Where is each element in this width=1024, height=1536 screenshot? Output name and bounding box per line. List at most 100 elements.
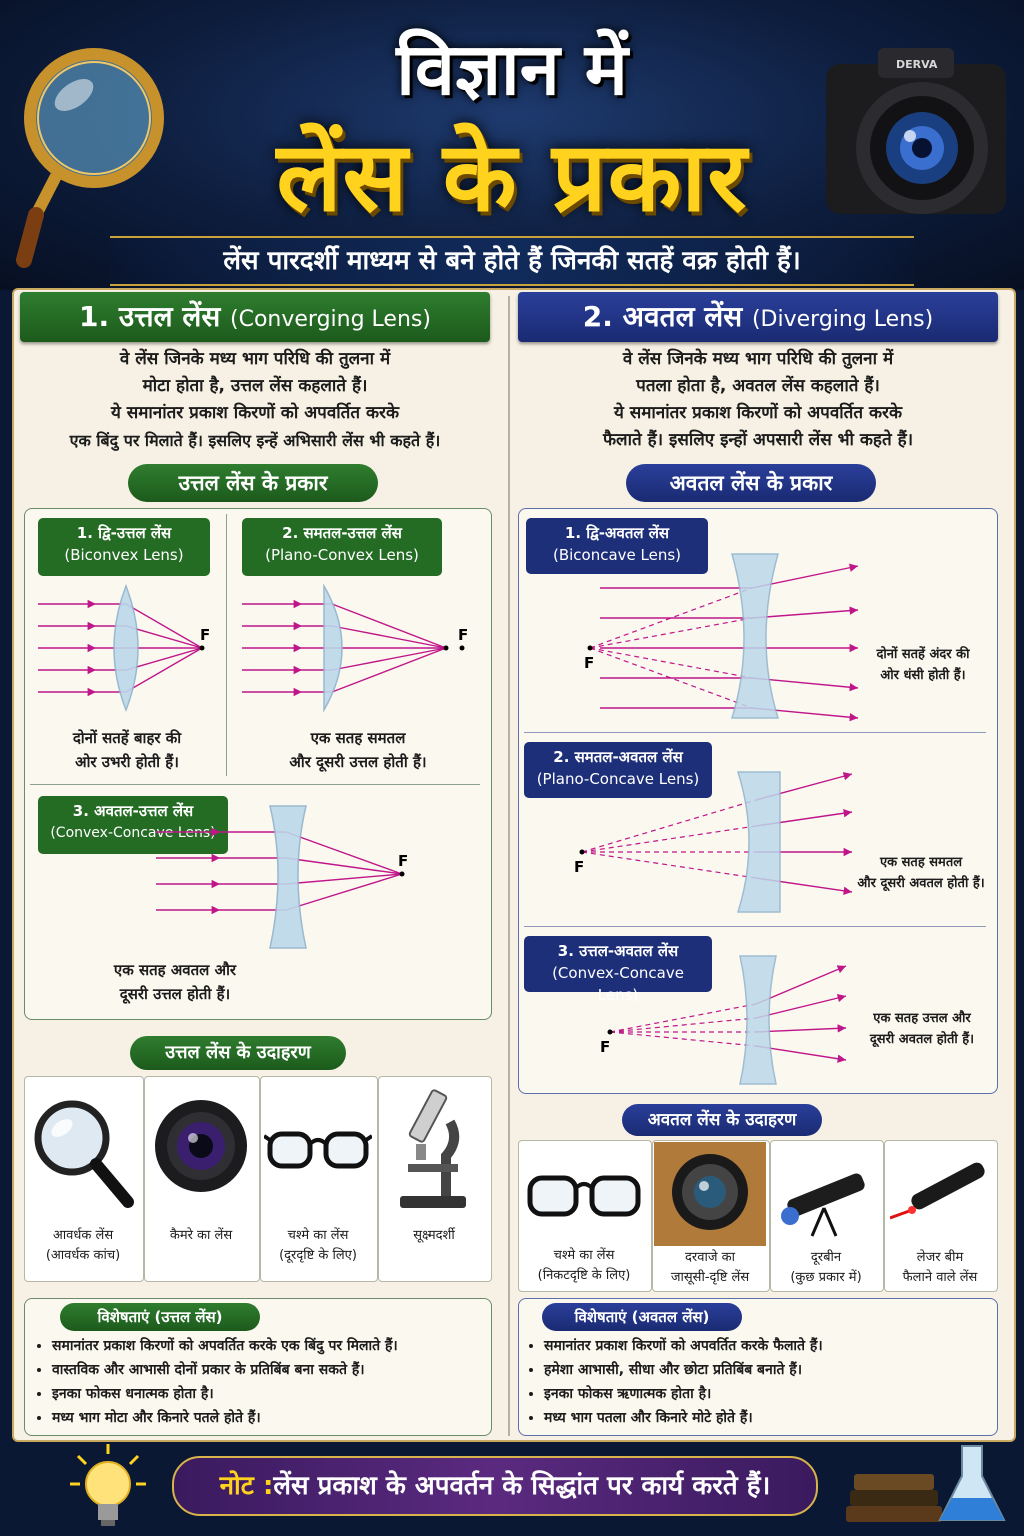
convex-types-box — [24, 508, 492, 1020]
plano-convex-ray-diagram: F — [242, 583, 468, 712]
convex-desc-line: मोटा होता है, उत्तल लेंस कहलाते हैं। — [142, 376, 368, 396]
example-spectacles-label: चश्मे का लेंस (दूरदृष्टि के लिए) — [260, 1226, 376, 1266]
plano-convex-caption: एक सतह समतल और दूसरी उत्तल होती हैं। — [236, 726, 480, 774]
plano-concave-ray-diagram: F — [574, 771, 853, 913]
biconvex-label: 1. द्वि-उत्तल लेंस (Biconvex Lens) — [38, 518, 210, 576]
biconvex-ray-diagram: F — [38, 583, 210, 712]
meniscus-convex-label: 3. अवतल-उत्तल लेंस (Convex-Concave Lens) — [38, 796, 228, 854]
example-label-line: दूरबीन — [810, 1250, 842, 1265]
meniscus-convex-label-english: (Convex-Concave Lens) — [50, 825, 216, 841]
camera-icon: DERVA — [826, 48, 1006, 214]
example-label-line: (आवर्धक कांच) — [45, 1248, 121, 1263]
svg-text:DERVA: DERVA — [896, 58, 938, 71]
concave-features-title: विशेषताएं (अवतल लेंस) — [542, 1303, 742, 1331]
microscope-icon — [400, 1089, 466, 1208]
caption-line: और दूसरी अवतल होती हैं। — [857, 876, 985, 891]
concave-description: वे लेंस जिनके मध्य भाग परिधि की तुलना मे… — [518, 346, 998, 454]
caption-line: ओर धंसी होती हैं। — [880, 668, 966, 683]
convex-types-separator — [226, 514, 227, 776]
plano-concave-label-hindi: 2. समतल-अवतल लेंस — [553, 748, 683, 766]
caption-line: एक सतह समतल — [310, 729, 406, 747]
example-peephole-label: दरवाजे का जासूसी-दृष्टि लेंस — [652, 1248, 768, 1288]
concave-features-list: समानांतर प्रकाश किरणों को अपवर्तित करके … — [522, 1334, 992, 1430]
example-telescope-label: दूरबीन (कुछ प्रकार में) — [770, 1248, 882, 1288]
plano-convex-label: 2. समतल-उत्तल लेंस (Plano-Convex Lens) — [242, 518, 442, 576]
example-myopia-glasses-label: चश्मे का लेंस (निकटदृष्टि के लिए) — [518, 1246, 650, 1286]
books-and-flask-icon — [846, 1445, 1006, 1522]
concave-types-title: अवतल लेंस के प्रकार — [626, 464, 876, 502]
plano-concave-label: 2. समतल-अवतल लेंस (Plano-Concave Lens) — [524, 742, 712, 798]
concave-types-separator — [524, 926, 986, 927]
example-camera-lens-label: कैमरे का लेंस — [144, 1226, 258, 1246]
convex-types-title: उत्तल लेंस के प्रकार — [128, 464, 378, 502]
example-label-line: आवर्धक लेंस — [52, 1228, 114, 1243]
caption-line: दूसरी उत्तल होती हैं। — [119, 985, 231, 1003]
convex-desc-line: ये समानांतर प्रकाश किरणों को अपवर्तित कर… — [110, 403, 400, 423]
caption-line: एक सतह अवतल और — [113, 961, 237, 979]
svg-text:F: F — [398, 852, 408, 870]
meniscus-concave-label: 3. उत्तल-अवतल लेंस (Convex-Concave Lens) — [524, 936, 712, 1004]
example-label-line: जासूसी-दृष्टि लेंस — [670, 1270, 750, 1285]
note-text: लेंस प्रकाश के अपवर्तन के सिद्धांत पर का… — [273, 1471, 771, 1501]
plano-convex-label-hindi: 2. समतल-उत्तल लेंस — [282, 524, 402, 542]
concave-desc-line: ये समानांतर प्रकाश किरणों को अपवर्तित कर… — [613, 403, 903, 423]
meniscus-convex-ray-diagram: F — [156, 805, 408, 949]
feature-item: वास्तविक और आभासी दोनों प्रकार के प्रतिब… — [52, 1358, 488, 1382]
caption-line: एक सतह समतल — [879, 855, 963, 870]
convex-heading: 1. उत्तल लेंस (Converging Lens) — [20, 292, 490, 342]
column-divider — [508, 296, 510, 1436]
caption-line: दूसरी अवतल होती हैं। — [869, 1032, 975, 1047]
spectacles-icon — [527, 1175, 641, 1217]
example-laser-label: लेजर बीम फैलाने वाले लेंस — [884, 1248, 996, 1288]
magnifying-glass-icon — [16, 48, 164, 268]
concave-examples-title: अवतल लेंस के उदाहरण — [622, 1104, 822, 1136]
example-magnifier-label: आवर्धक लेंस (आवर्धक कांच) — [24, 1226, 142, 1266]
example-microscope-label: सूक्ष्मदर्शी — [378, 1226, 490, 1246]
meniscus-concave-caption: एक सतह उत्तल और दूसरी अवतल होती हैं। — [852, 1008, 992, 1050]
biconcave-caption: दोनों सतहें अंदर की ओर धंसी होती हैं। — [854, 644, 992, 686]
convex-desc-line: वे लेंस जिनके मध्य भाग परिधि की तुलना मे… — [119, 349, 391, 369]
convex-features-list: समानांतर प्रकाश किरणों को अपवर्तित करके … — [30, 1334, 488, 1430]
biconcave-ray-diagram: F — [584, 553, 859, 722]
door-peephole-icon — [654, 1142, 766, 1246]
example-spectacles-card — [260, 1076, 378, 1282]
example-label-line: (निकटदृष्टि के लिए) — [537, 1268, 631, 1283]
feature-item: हमेशा आभासी, सीधा और छोटा प्रतिबिंब बनात… — [544, 1358, 992, 1382]
biconcave-label-english: (Biconcave Lens) — [552, 546, 682, 564]
caption-line: ओर उभरी होती हैं। — [75, 753, 179, 771]
example-label-line: चश्मे का लेंस — [287, 1228, 349, 1243]
concave-heading-sub: (Diverging Lens) — [751, 307, 934, 332]
feature-item: इनका फोकस ऋणात्मक होता है। — [544, 1382, 992, 1406]
caption-line: दोनों सतहें अंदर की — [876, 647, 970, 662]
plano-concave-caption: एक सतह समतल और दूसरी अवतल होती हैं। — [846, 852, 996, 894]
convex-heading-main: 1. उत्तल लेंस — [79, 300, 221, 333]
feature-item: इनका फोकस धनात्मक होता है। — [52, 1382, 488, 1406]
svg-text:F: F — [574, 858, 584, 876]
laser-pointer-icon — [890, 1162, 985, 1220]
caption-line: दोनों सतहें बाहर की — [72, 729, 182, 747]
concave-desc-line: फैलाते हैं। इसलिए इन्हों अपसारी लेंस भी … — [602, 430, 914, 450]
concave-desc-line: पतला होता है, अवतल लेंस कहलाते हैं। — [636, 376, 880, 396]
title-line-2: लेंस के प्रकार — [276, 121, 748, 233]
biconvex-label-english: (Biconvex Lens) — [64, 546, 184, 564]
convex-heading-sub: (Converging Lens) — [230, 307, 431, 332]
concave-desc-line: वे लेंस जिनके मध्य भाग परिधि की तुलना मे… — [622, 349, 894, 369]
caption-line: और दूसरी उत्तल होती हैं। — [289, 753, 427, 771]
example-label-line: कैमरे का लेंस — [169, 1228, 233, 1243]
concave-heading: 2. अवतल लेंस (Diverging Lens) — [518, 292, 998, 342]
example-label-line: सूक्ष्मदर्शी — [413, 1228, 455, 1243]
concave-types-separator — [524, 732, 986, 733]
subtitle-banner: लेंस पारदर्शी माध्यम से बने होते हैं जिन… — [110, 236, 914, 286]
title-line-1: विज्ञान में — [396, 27, 628, 111]
convex-features-title: विशेषताएं (उत्तल लेंस) — [60, 1303, 260, 1331]
caption-line: एक सतह उत्तल और — [873, 1011, 971, 1026]
plano-concave-label-english: (Plano-Concave Lens) — [536, 770, 700, 788]
magnifier-icon — [34, 1100, 134, 1208]
note-label: नोट : — [219, 1471, 274, 1501]
svg-text:F: F — [200, 626, 210, 644]
spectacles-icon — [264, 1131, 372, 1169]
light-bulb-icon — [70, 1444, 146, 1526]
example-label-line: (दूरदृष्टि के लिए) — [279, 1248, 357, 1263]
example-label-line: दरवाजे का — [685, 1250, 735, 1265]
example-label-line: (कुछ प्रकार में) — [790, 1270, 862, 1285]
